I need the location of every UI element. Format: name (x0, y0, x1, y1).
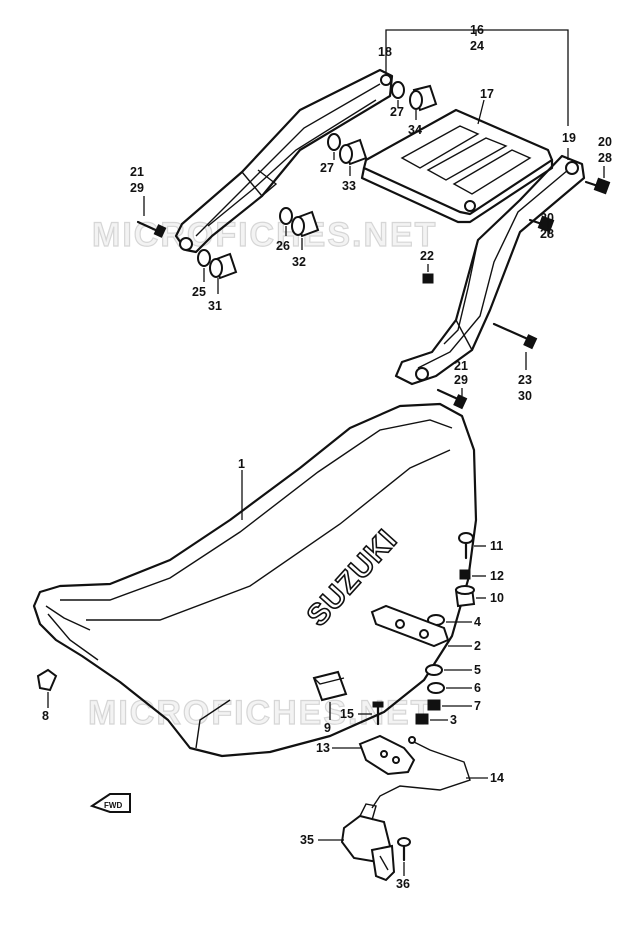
callout-9: 9 (324, 721, 331, 735)
callout-27-upper: 27 (390, 105, 404, 119)
callout-14: 14 (490, 771, 504, 785)
callout-21-lower: 21 (454, 359, 468, 373)
front-marker-text: FWD (104, 801, 122, 810)
callout-7: 7 (474, 699, 481, 713)
watermark-lower: MICROFICHES.NET (88, 694, 433, 732)
callout-5: 5 (474, 663, 481, 677)
callout-22: 22 (420, 249, 434, 263)
callout-30: 30 (518, 389, 532, 403)
callout-20-lower: 20 (540, 211, 554, 225)
leader-lines (47, 29, 605, 876)
rack-bolts (136, 177, 611, 410)
callout-26: 26 (276, 239, 290, 253)
callout-23: 23 (518, 373, 532, 387)
callout-18: 18 (378, 45, 392, 59)
callout-3: 3 (450, 713, 457, 727)
callout-10: 10 (490, 591, 504, 605)
front-direction-marker: FWD (89, 793, 131, 813)
callout-34: 34 (408, 123, 422, 137)
callout-24: 24 (470, 39, 484, 53)
callout-13: 13 (316, 741, 330, 755)
watermark-upper: MICROFICHES.NET (92, 216, 437, 254)
seat-lock-assembly (340, 734, 471, 882)
callout-27-lower: 27 (320, 161, 334, 175)
callout-labels: 16 24 18 17 27 34 19 20 28 21 29 27 33 2… (42, 23, 612, 891)
callout-25: 25 (192, 285, 206, 299)
callout-35: 35 (300, 833, 314, 847)
callout-19: 19 (562, 131, 576, 145)
callout-2: 2 (474, 639, 481, 653)
callout-33: 33 (342, 179, 356, 193)
callout-1: 1 (238, 457, 245, 471)
callout-36: 36 (396, 877, 410, 891)
callout-8: 8 (42, 709, 49, 723)
callout-17: 17 (480, 87, 494, 101)
callout-12: 12 (490, 569, 504, 583)
callout-11: 11 (490, 539, 503, 553)
bushing-set (197, 81, 438, 280)
callout-28-upper: 28 (598, 151, 612, 165)
rack-left-arm (174, 68, 394, 254)
seat-hardware (36, 532, 476, 726)
rack-right-arm (394, 154, 586, 386)
callout-32: 32 (292, 255, 306, 269)
callout-29-left: 29 (130, 181, 144, 195)
callout-20-upper: 20 (598, 135, 612, 149)
callout-6: 6 (474, 681, 481, 695)
callout-4: 4 (474, 615, 481, 629)
callout-31: 31 (208, 299, 222, 313)
rack-top-plate (360, 108, 554, 224)
callout-29-lower: 29 (454, 373, 468, 387)
callout-21-left: 21 (130, 165, 144, 179)
callout-28-lower: 28 (540, 227, 554, 241)
callout-15: 15 (340, 707, 354, 721)
callout-16: 16 (470, 23, 484, 37)
